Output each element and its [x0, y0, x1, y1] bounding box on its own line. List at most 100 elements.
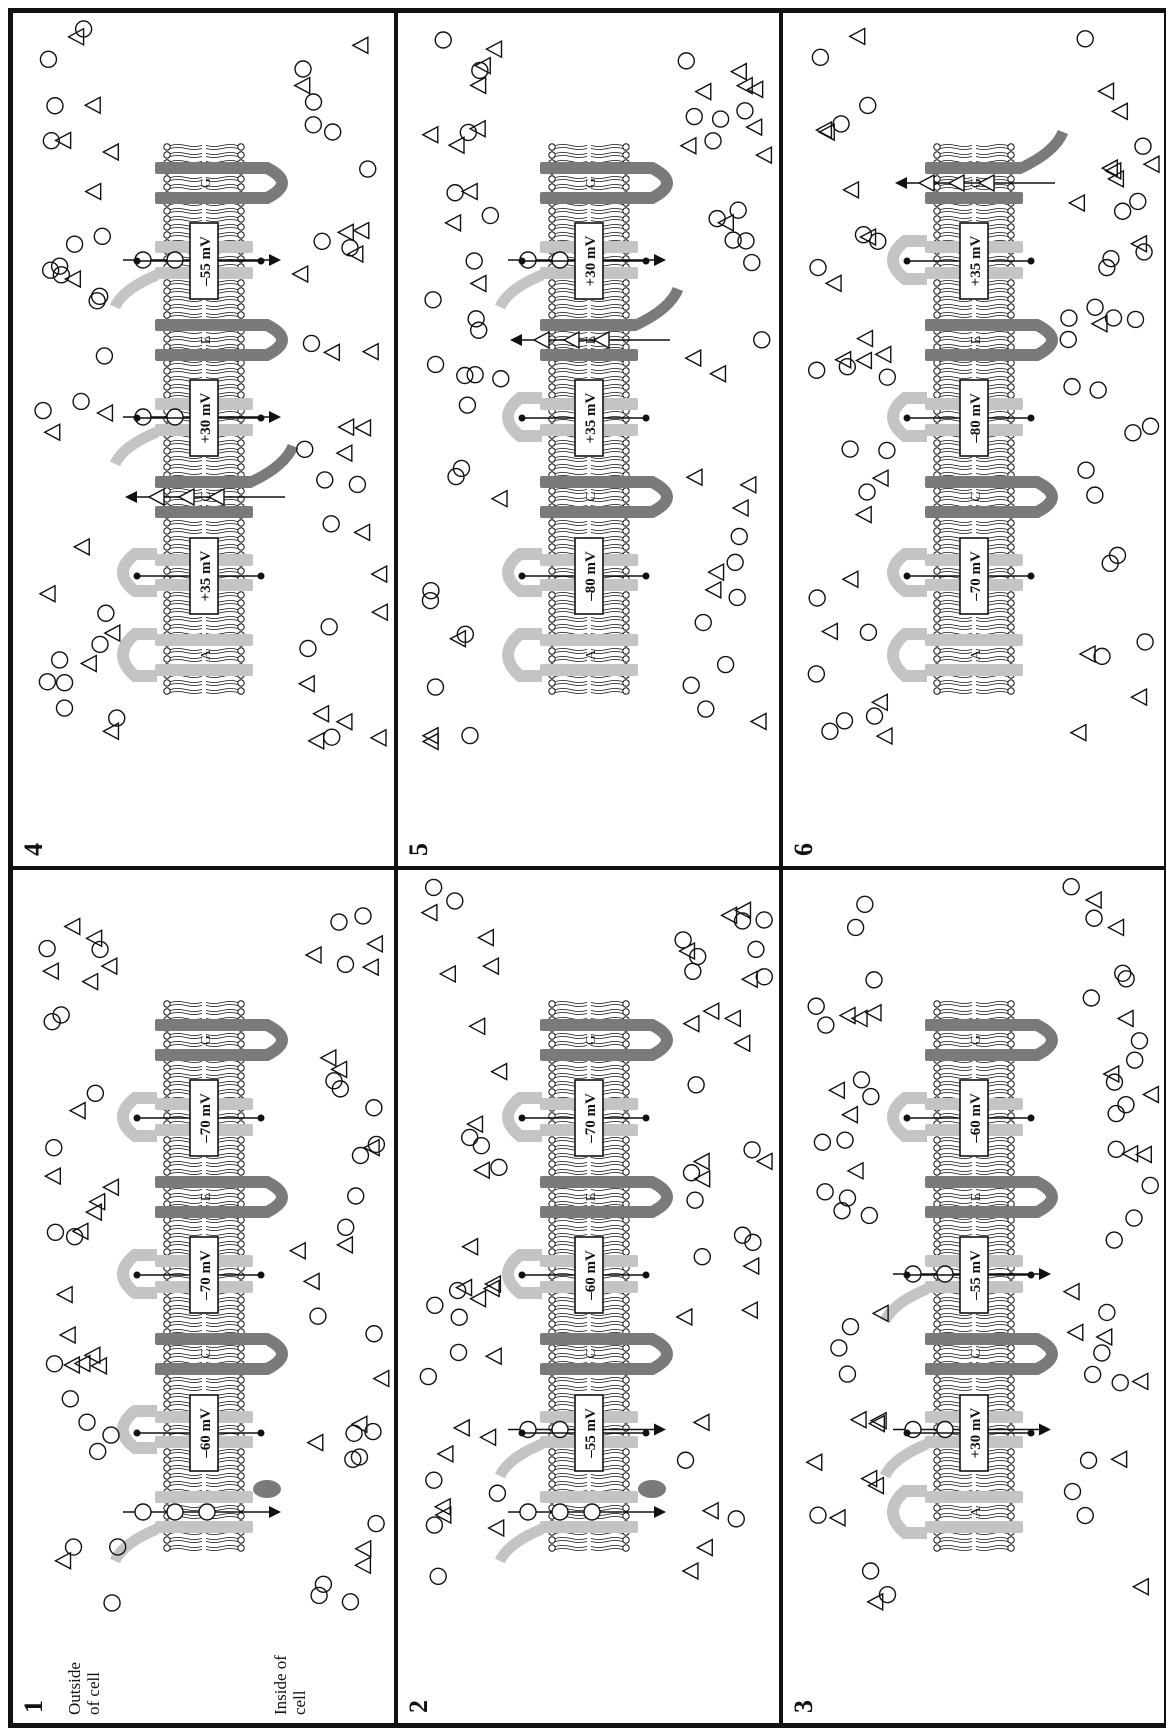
- potassium-ion-icon: [830, 1510, 845, 1526]
- sodium-ion-icon: [471, 322, 487, 338]
- sodium-ion-icon: [457, 368, 473, 384]
- sodium-ion-icon: [686, 109, 702, 125]
- sodium-ion-icon: [859, 484, 875, 500]
- potassium-ion-icon: [703, 1503, 718, 1519]
- channel-B: B: [123, 1411, 253, 1448]
- potassium-ion-icon: [372, 604, 387, 620]
- potassium-ion-icon: [337, 714, 352, 730]
- potassium-ion-icon: [826, 275, 841, 291]
- sodium-ion-icon: [1085, 1366, 1101, 1382]
- sodium-ion-icon: [1108, 1141, 1124, 1157]
- sodium-ion-icon: [879, 442, 895, 458]
- sodium-ion-icon: [447, 185, 463, 201]
- potassium-ion-icon: [709, 564, 724, 580]
- potassium-ion-icon: [486, 1348, 501, 1364]
- sodium-ion-icon: [1064, 379, 1080, 395]
- potassium-ion-icon: [851, 1412, 866, 1428]
- sodium-ion-icon: [67, 236, 83, 252]
- sodium-ion-icon: [863, 1563, 879, 1579]
- potassium-ion-icon: [355, 524, 370, 540]
- potassium-ion-icon: [338, 224, 353, 240]
- sodium-ion-icon: [1099, 260, 1115, 276]
- voltage-probe: –55 mV: [134, 223, 265, 299]
- channel-A: A: [500, 1480, 666, 1561]
- sodium-ion-icon: [1077, 1508, 1093, 1524]
- sodium-ion-icon: [709, 211, 725, 227]
- sodium-ion-icon: [98, 605, 114, 621]
- potassium-ion-icon: [105, 625, 120, 641]
- sodium-ion-icon: [342, 1594, 358, 1610]
- sodium-ion-icon: [1130, 193, 1146, 209]
- membrane-potential-label: –55 mV: [198, 236, 214, 287]
- sodium-ion-icon: [729, 589, 745, 605]
- potassium-ion-icon: [45, 1168, 60, 1184]
- sodium-ion-icon: [493, 371, 509, 387]
- potassium-ion-icon: [43, 963, 58, 979]
- sodium-ion-icon: [426, 879, 442, 895]
- sodium-ion-icon: [1135, 138, 1151, 154]
- potassium-ion-icon: [1086, 892, 1101, 908]
- potassium-ion-icon: [850, 28, 865, 44]
- sodium-ion-icon: [1103, 251, 1119, 267]
- sodium-ion-icon: [1137, 634, 1153, 650]
- sodium-ion-icon: [305, 94, 321, 110]
- panel-2: 2ABCDEFG–55 mV–60 mV–70 mV: [396, 868, 781, 1725]
- sodium-ion-icon: [1143, 418, 1159, 434]
- potassium-ion-icon: [1071, 725, 1086, 741]
- sodium-ion-icon: [848, 919, 864, 935]
- potassium-ion-icon: [306, 947, 321, 963]
- sodium-ion-icon: [698, 701, 714, 717]
- membrane-potential-label: +35 mV: [968, 236, 984, 287]
- sodium-ion-icon: [311, 1587, 327, 1603]
- sodium-ion-icon: [297, 441, 313, 457]
- sodium-ion-icon: [809, 590, 825, 606]
- sodium-ion-icon: [1087, 299, 1103, 315]
- sodium-ion-icon: [857, 896, 873, 912]
- potassium-ion-icon: [1097, 1329, 1112, 1345]
- potassium-ion-icon: [857, 331, 872, 347]
- potassium-ion-icon: [321, 1050, 336, 1066]
- channel-label: A: [584, 649, 599, 660]
- panel-5: 5ABCDEFG–80 mV+35 mV+30 mV: [396, 11, 781, 868]
- sodium-ion-icon: [317, 472, 333, 488]
- potassium-ion-icon: [374, 1371, 389, 1387]
- sodium-ion-icon: [89, 293, 105, 309]
- sodium-ion-icon: [748, 941, 764, 957]
- sodium-ion-icon: [1081, 1452, 1097, 1468]
- sodium-ion-icon: [833, 116, 849, 132]
- sodium-ion-icon: [860, 624, 876, 640]
- sodium-ion-icon: [808, 998, 824, 1014]
- potassium-ion-icon: [735, 1035, 750, 1051]
- sodium-ion-icon: [466, 253, 482, 269]
- sodium-ion-icon: [338, 1219, 354, 1235]
- sodium-ion-icon: [728, 1511, 744, 1527]
- potassium-ion-icon: [483, 958, 498, 974]
- channel-A: A: [123, 634, 253, 676]
- sodium-ion-icon: [1094, 1345, 1110, 1361]
- sodium-ion-icon: [837, 1132, 853, 1148]
- sodium-ion-icon: [482, 208, 498, 224]
- membrane-diagram: ABCDEFG–70 mV–80 mV+35 mV: [783, 11, 1166, 866]
- potassium-ion-icon: [1112, 1451, 1127, 1467]
- sodium-ion-icon: [92, 636, 108, 652]
- figure-sheet: 1Outside of cellInside of cellABCDEFG–60…: [8, 8, 1166, 1728]
- voltage-probe: –70 mV: [134, 1237, 265, 1313]
- sodium-ion-icon: [47, 98, 63, 114]
- sodium-ion-icon: [43, 262, 59, 278]
- potassium-ion-icon: [423, 127, 438, 143]
- potassium-ion-icon: [747, 119, 762, 135]
- sodium-ion-icon: [756, 969, 772, 985]
- membrane-diagram: ABCDEFG–80 mV+35 mV+30 mV: [398, 11, 781, 866]
- sodium-ion-icon: [818, 1017, 834, 1033]
- channel-E: E: [510, 289, 678, 361]
- sodium-ion-icon: [90, 1443, 106, 1459]
- sodium-ion-icon: [66, 1539, 82, 1555]
- potassium-ion-icon: [683, 1563, 698, 1579]
- voltage-probe: +35 mV: [904, 223, 1035, 299]
- potassium-ion-icon: [840, 1007, 855, 1023]
- potassium-ion-icon: [304, 1273, 319, 1289]
- potassium-ion-icon: [694, 1414, 709, 1430]
- potassium-ion-icon: [309, 733, 324, 749]
- channel-label: C: [199, 1349, 214, 1358]
